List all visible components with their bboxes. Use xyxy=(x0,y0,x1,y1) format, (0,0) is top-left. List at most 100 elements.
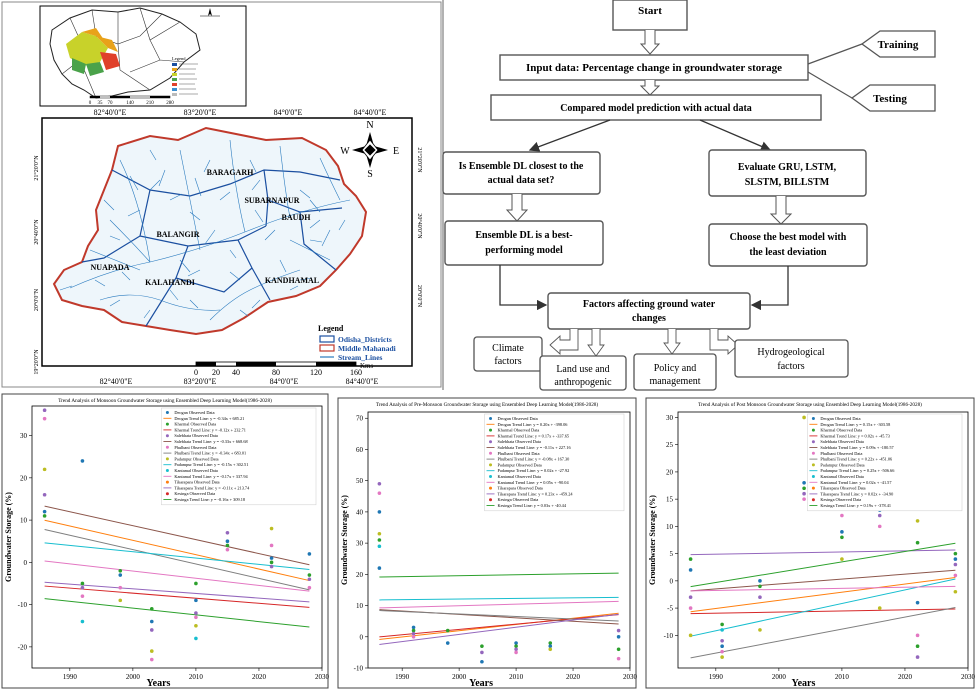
trend-line xyxy=(379,613,619,645)
basin-map xyxy=(52,126,368,336)
trend-line xyxy=(690,542,956,588)
legend-marker xyxy=(489,486,493,490)
map-coord-right: 20°40'0"N xyxy=(416,213,423,239)
data-point xyxy=(42,514,47,518)
y-axis-label: Groundwater Storage (%) xyxy=(4,492,13,582)
data-point xyxy=(149,657,154,662)
y-tick-label: 10 xyxy=(20,517,28,525)
data-point xyxy=(411,631,416,636)
data-point xyxy=(877,524,882,529)
data-point xyxy=(720,622,724,627)
flow-node-compare-label: Compared model prediction with actual da… xyxy=(560,103,752,114)
data-point xyxy=(377,538,382,542)
legend-entry: Padampur Observed Data xyxy=(498,462,542,467)
trend-line xyxy=(690,607,956,659)
data-point xyxy=(149,607,154,611)
legend-marker xyxy=(489,428,493,432)
x-tick-label: 2020 xyxy=(566,673,581,681)
x-axis-label: Years xyxy=(469,678,493,689)
legend-entry: Kesinga Observed Data xyxy=(498,497,539,502)
flow-node-evaluate xyxy=(708,149,867,197)
compass-e: E xyxy=(393,146,399,157)
data-point xyxy=(514,641,518,645)
y-tick-label: 20 xyxy=(20,474,28,482)
x-tick-label: 2020 xyxy=(898,673,913,681)
data-point xyxy=(269,564,274,569)
flow-node-training xyxy=(860,30,936,58)
data-point xyxy=(80,585,85,590)
flow-node-testing xyxy=(850,84,936,112)
data-point xyxy=(953,562,958,567)
x-tick-label: 1990 xyxy=(63,673,78,681)
flowchart-panel: Start Input data: Percentage change in g… xyxy=(442,0,936,391)
chart-title: Trend Analysis of Post Monsoon Groundwat… xyxy=(698,401,922,408)
legend-box xyxy=(484,413,625,512)
data-point xyxy=(80,619,85,624)
legend-entry: Kesinga Trend Line: y = -0.16x + 309.18 xyxy=(174,497,245,502)
map-scale-bar: Kms 0 20 40 80 120 160 xyxy=(194,361,374,377)
data-point xyxy=(616,656,621,661)
legend-entry: Padampur Trend Line: y = 0.25x + -506.66 xyxy=(820,468,895,473)
legend-entry: Deogan Observed Data xyxy=(174,410,214,415)
legend-marker xyxy=(165,422,169,426)
legend-entry: Kesinga Trend Line: y = 0.03x + -40.44 xyxy=(498,503,567,508)
data-point xyxy=(269,543,274,548)
y-tick-label: 10 xyxy=(666,523,674,531)
legend-entry: Kesinga Trend Line: y = 0.19x + -378.41 xyxy=(820,503,891,508)
inset-scale-tick: 140 xyxy=(126,101,134,106)
data-point xyxy=(445,628,450,633)
y-tick-label: 5 xyxy=(670,550,674,558)
y-tick-label: 30 xyxy=(666,414,674,422)
data-point xyxy=(915,655,920,659)
trend-line xyxy=(44,581,310,603)
map-coord-top: 82°40'0"E xyxy=(94,108,127,117)
y-tick-label: 20 xyxy=(666,468,674,476)
x-axis-label: Years xyxy=(791,678,815,689)
map-coord-bottom: 84°40'0"E xyxy=(346,377,379,386)
chart-title: Trend Analysis of Monsoon Groundwater St… xyxy=(58,397,272,404)
data-point xyxy=(840,535,844,540)
y-axis-label: Groundwater Storage (%) xyxy=(648,495,657,585)
legend-marker xyxy=(165,492,169,496)
legend-marker xyxy=(489,417,493,420)
map-coord-bottom: 83°20'0"E xyxy=(184,377,217,386)
legend-marker xyxy=(489,498,493,502)
data-point xyxy=(480,644,484,648)
data-point xyxy=(149,619,154,624)
data-point xyxy=(118,598,123,603)
data-point xyxy=(377,510,382,514)
compass-s: S xyxy=(367,169,373,180)
legend-entry: Deogan Observed Data xyxy=(820,416,860,421)
data-point xyxy=(194,581,198,586)
map-legend-title: Legend xyxy=(318,324,344,333)
legend-entry: Padampur Trend Line: y = 0.02x + -27.92 xyxy=(498,468,570,473)
data-point xyxy=(42,408,47,413)
trend-line xyxy=(690,578,956,637)
data-point xyxy=(194,611,198,615)
data-point xyxy=(377,566,382,570)
data-point xyxy=(269,526,274,531)
legend-marker xyxy=(811,486,815,490)
legend-entry: Kharmal Trend Line: y = 0.17x + -337.65 xyxy=(498,433,570,438)
legend-entry: Tikarapara Observed Data xyxy=(820,486,865,491)
data-point xyxy=(307,585,312,590)
legend-marker xyxy=(811,498,815,502)
map-coord-left: 20°0'0"N xyxy=(33,288,40,311)
flow-node-question-label: Is Ensemble DL closest to the xyxy=(459,161,584,172)
trend-line xyxy=(690,608,956,615)
map-legend-item: Odisha_Districts xyxy=(338,335,392,344)
data-point xyxy=(194,598,198,603)
data-point xyxy=(688,595,693,599)
legend-marker xyxy=(811,417,815,420)
scale-tick: 120 xyxy=(310,368,322,377)
flow-node-climate-label: factors xyxy=(494,356,521,367)
x-tick-label: 2000 xyxy=(772,673,787,681)
flow-node-landuse xyxy=(539,355,627,391)
legend-entry: Kantamal Trend Line: y = -0.17x + 337.94 xyxy=(174,474,248,479)
data-point xyxy=(688,568,693,572)
legend-marker xyxy=(811,428,815,432)
data-point xyxy=(42,416,47,421)
trend-line xyxy=(690,576,956,613)
